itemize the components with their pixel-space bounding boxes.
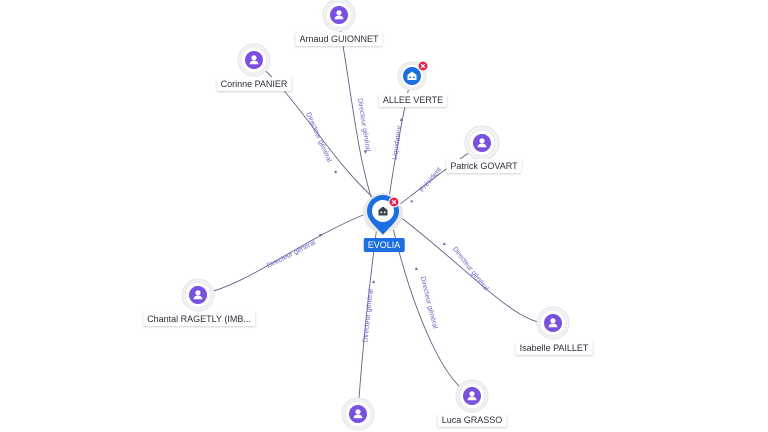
node-arnaud-guionnet[interactable] [322, 0, 356, 32]
node-corinne-panier[interactable] [237, 43, 271, 77]
arrow-chantal [319, 234, 322, 237]
edge-corinne-panier [253, 59, 378, 202]
node-evolia[interactable] [363, 193, 403, 235]
building-glyph [407, 71, 417, 80]
label-allee-verte[interactable]: ALLEE VERTE [378, 93, 448, 107]
arrow-allee [400, 118, 403, 121]
label-arnaud-guionnet[interactable]: Arnaud GUIONNET [295, 32, 383, 46]
edge-label-corinne: Directeur général [304, 111, 332, 163]
node-allee-verte[interactable] [397, 60, 429, 91]
close-glyph [391, 199, 397, 205]
edge-chantal-ragetly [197, 212, 369, 296]
node-bottom-person[interactable] [341, 397, 375, 431]
node-isabelle-paillet[interactable] [536, 306, 570, 340]
arrow-isabelle [443, 242, 446, 245]
close-glyph [420, 63, 426, 69]
label-isabelle-paillet[interactable]: Isabelle PAILLET [515, 341, 593, 355]
arrow-luca [415, 267, 418, 270]
label-evolia[interactable]: EVOLIA [363, 238, 405, 252]
edge-label-patrick: Président [419, 166, 443, 193]
arrow-corinne [334, 171, 337, 174]
node-chantal-ragetly[interactable] [181, 278, 215, 312]
edge-label-luca: Directeur général [419, 276, 439, 330]
edge-label-allee-verte: Liquidateur [392, 124, 404, 160]
edge-label-isabelle: Directeur général [451, 246, 490, 293]
edge-label-bottom: Directeur général [362, 288, 375, 343]
arrow-patrick [410, 200, 413, 203]
edge-label-chantal: Directeur général [266, 239, 317, 270]
label-patrick-govart[interactable]: Patrick GOVART [446, 159, 522, 173]
label-luca-grasso[interactable]: Luca GRASSO [437, 413, 507, 427]
edge-label-arnaud: Directeur général [356, 98, 371, 153]
node-patrick-govart[interactable] [464, 125, 500, 161]
arrow-arnaud [364, 150, 367, 154]
label-corinne-panier[interactable]: Corinne PANIER [216, 77, 292, 91]
edge-arrows [319, 118, 446, 283]
node-luca-grasso[interactable] [455, 379, 489, 413]
arrow-bottom [372, 280, 375, 283]
building-icon [378, 206, 388, 216]
label-chantal-ragetly[interactable]: Chantal RAGETLY (IMB... [143, 312, 255, 326]
